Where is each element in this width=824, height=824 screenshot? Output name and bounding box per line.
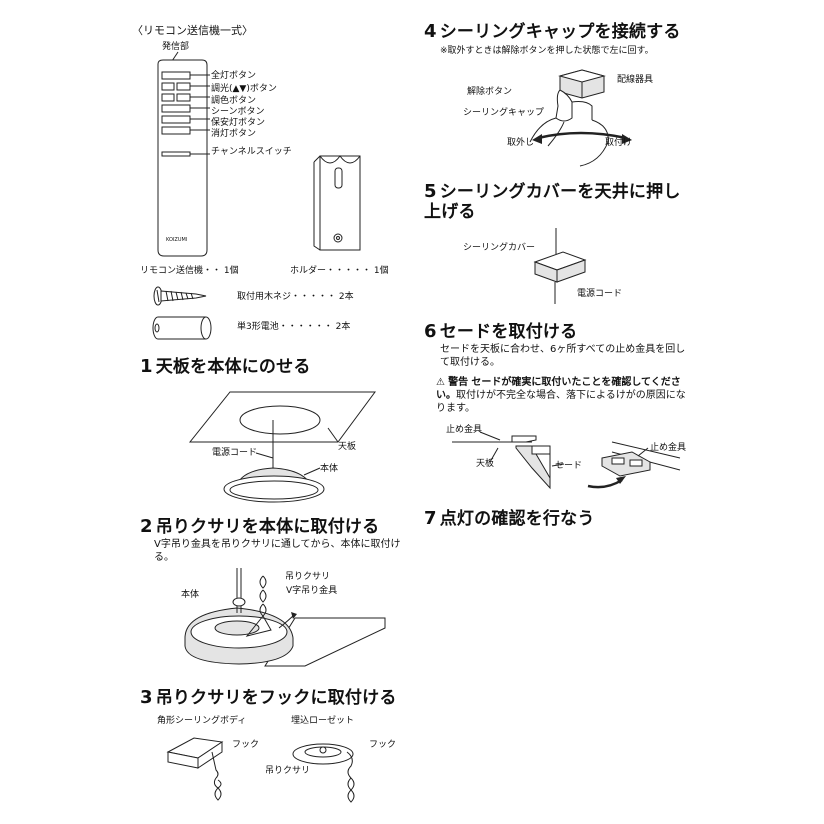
step6-warning: ⚠ 警告 セードが確実に取付いたことを確認してください。取付けが不完全な場合、落… <box>436 376 692 415</box>
remote-control-illustration <box>150 52 220 262</box>
step6-label-stop1: 止め金具 <box>446 425 482 436</box>
battery-icon <box>148 313 218 343</box>
step3-label-hook1: フック <box>232 740 259 751</box>
wood-screw-icon <box>150 285 210 309</box>
step3-illustration-left <box>160 728 240 808</box>
button-label-dim: 調光(▲▼)ボタン <box>211 84 277 95</box>
button-label-all: 全灯ボタン <box>211 71 256 82</box>
warning-label: 警告 <box>448 377 468 388</box>
step6-text: セードを天板に合わせ、6ヶ所すべての止め金具を回して取付ける。 <box>440 343 690 369</box>
step1-illustration <box>170 380 400 510</box>
button-label-color: 調色ボタン <box>211 96 256 107</box>
step4-label-cap: シーリングキャップ <box>463 108 544 119</box>
channel-switch-label: チャンネルスイッチ <box>211 147 292 158</box>
step3-label-chain: 吊りクサリ <box>265 766 310 777</box>
step2-label-chain: 吊りクサリ <box>285 572 330 583</box>
step6-label-top-plate: 天板 <box>476 459 494 470</box>
step4-label-remove: 取外し <box>507 138 534 149</box>
step6-label-shade: セード <box>555 461 582 472</box>
remote-count: リモコン送信機・・ 1個 <box>140 266 239 277</box>
step2-text: V字吊り金具を吊りクサリに通してから、本体に取付ける。 <box>154 538 404 564</box>
step3-label-square-body: 角形シーリングボディ <box>157 716 246 727</box>
button-label-scene: シーンボタン <box>211 107 265 118</box>
step3-label-rosette: 埋込ローゼット <box>291 716 354 727</box>
step1-label-cord: 電源コード <box>212 448 257 459</box>
step5-label-cover: シーリングカバー <box>463 243 535 254</box>
warning-text: 取付けが不完全な場合、落下によるけがの原因になります。 <box>436 390 686 414</box>
screw-count: 取付用木ネジ・・・・・ 2本 <box>237 292 354 303</box>
button-label-off: 消灯ボタン <box>211 129 256 140</box>
remote-brand: KOIZUMI <box>166 237 187 243</box>
step5-label-cord: 電源コード <box>577 289 622 300</box>
step4-label-attach: 取付け <box>605 138 632 149</box>
step1-label-top-plate: 天板 <box>338 442 356 453</box>
remote-holder-illustration <box>308 150 368 260</box>
step4-label-fixture: 配線器具 <box>617 75 653 86</box>
step2-label-body: 本体 <box>181 590 199 601</box>
button-label-night: 保安灯ボタン <box>211 118 265 129</box>
step2-label-v-hanger: V字吊り金具 <box>286 586 337 597</box>
step6-label-stop2: 止め金具 <box>650 443 686 454</box>
warning-icon: ⚠ <box>436 377 445 388</box>
battery-count: 単3形電池・・・・・・ 2本 <box>237 322 350 333</box>
step1-label-body: 本体 <box>320 464 338 475</box>
step4-note: ※取外すときは解除ボタンを押した状態で左に回す。 <box>440 46 654 57</box>
holder-count: ホルダー・・・・・ 1個 <box>290 266 389 277</box>
accessories-heading: 〈リモコン送信機一式〉 <box>132 24 253 37</box>
step4-label-release: 解除ボタン <box>467 87 512 98</box>
step3-label-hook2: フック <box>369 740 396 751</box>
